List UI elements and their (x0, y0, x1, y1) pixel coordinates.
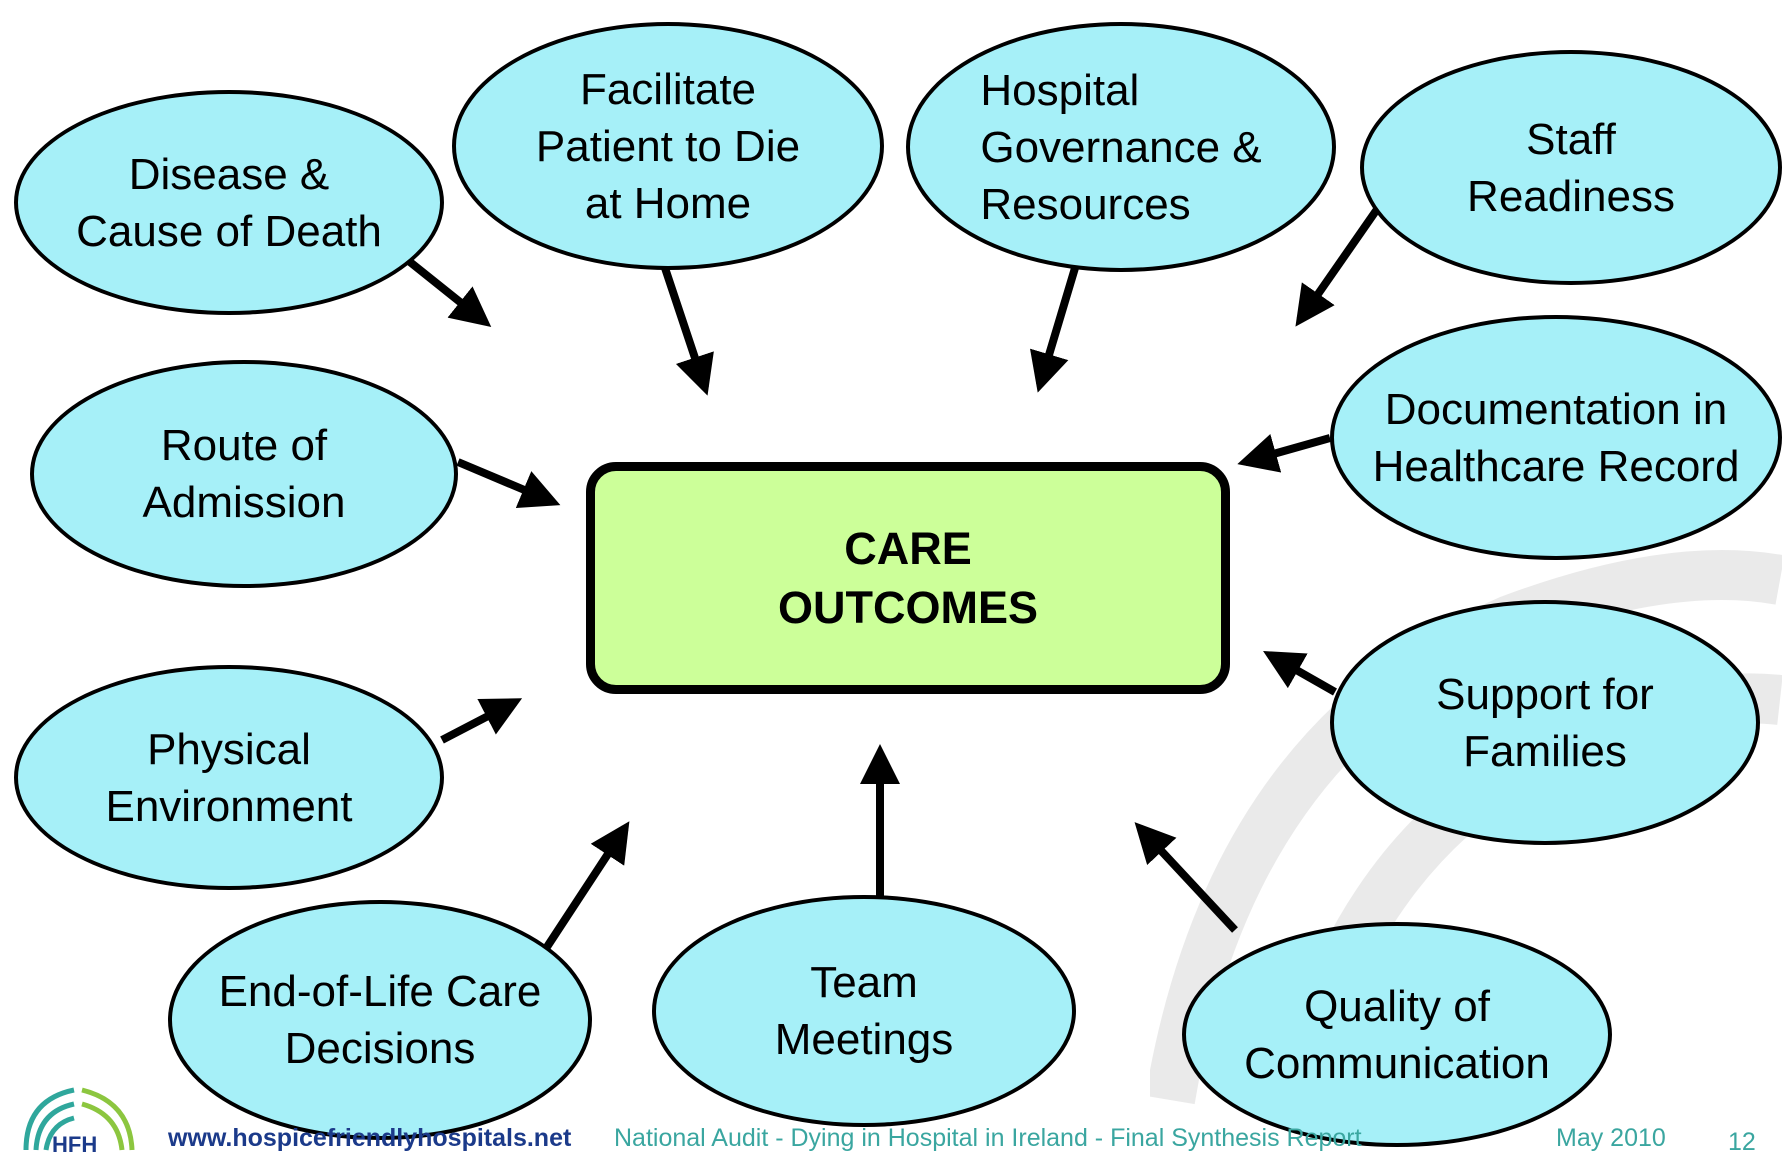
node-support-label: Support for Families (1436, 669, 1654, 776)
arrow-physical (440, 698, 523, 744)
node-team: Team Meetings (652, 895, 1076, 1127)
arrow-support (1263, 651, 1337, 696)
arrow-facilitate (661, 266, 714, 396)
node-route-label: Route of Admission (142, 421, 346, 527)
footer-report-title: National Audit - Dying in Hospital in Ir… (614, 1124, 1362, 1152)
node-documentation: Documentation in Healthcare Record (1330, 315, 1782, 560)
hfh-logo: HFH (23, 1087, 135, 1153)
arrow-disease (407, 258, 492, 327)
node-staff: Staff Readiness (1360, 50, 1782, 285)
footer-url-link[interactable]: www.hospicefriendlyhospitals.net (168, 1124, 572, 1152)
node-disease-label: Disease & Cause of Death (76, 149, 382, 256)
care-outcomes-label: CARE OUTCOMES (777, 523, 1038, 633)
care-outcomes-box: CARE OUTCOMES (586, 462, 1230, 694)
node-physical: Physical Environment (14, 665, 444, 890)
node-endoflife-label: End-of-Life Care Decisions (218, 967, 542, 1073)
footer-page-number: 12 (1728, 1128, 1756, 1156)
node-governance: Hospital Governance & Resources (906, 22, 1336, 272)
arrow-documentation (1237, 434, 1332, 473)
node-support: Support for Families (1330, 600, 1760, 845)
node-disease: Disease & Cause of Death (14, 90, 444, 315)
arrow-governance (1030, 266, 1079, 393)
arrow-endoflife (541, 821, 630, 953)
node-physical-label: Physical Environment (105, 724, 353, 831)
node-communication: Quality of Communication (1182, 922, 1612, 1147)
svg-text:HFH: HFH (52, 1132, 97, 1153)
footer: www.hospicefriendlyhospitals.net Nationa… (0, 1118, 1782, 1156)
node-staff-label: Staff Readiness (1467, 114, 1675, 221)
node-communication-label: Quality of Communication (1244, 981, 1550, 1088)
node-endoflife: End-of-Life Care Decisions (168, 900, 592, 1140)
node-route: Route of Admission (30, 360, 458, 588)
node-facilitate: Facilitate Patient to Die at Home (452, 22, 884, 270)
node-documentation-label: Documentation in Healthcare Record (1372, 384, 1740, 491)
node-team-label: Team Meetings (774, 958, 954, 1064)
arrow-route (456, 458, 561, 509)
arrow-staff (1295, 202, 1384, 327)
node-facilitate-label: Facilitate Patient to Die at Home (535, 64, 801, 228)
node-governance-label: Hospital Governance & Resources (980, 65, 1262, 229)
footer-date: May 2010 (1556, 1124, 1666, 1152)
arrow-communication (1134, 822, 1238, 933)
